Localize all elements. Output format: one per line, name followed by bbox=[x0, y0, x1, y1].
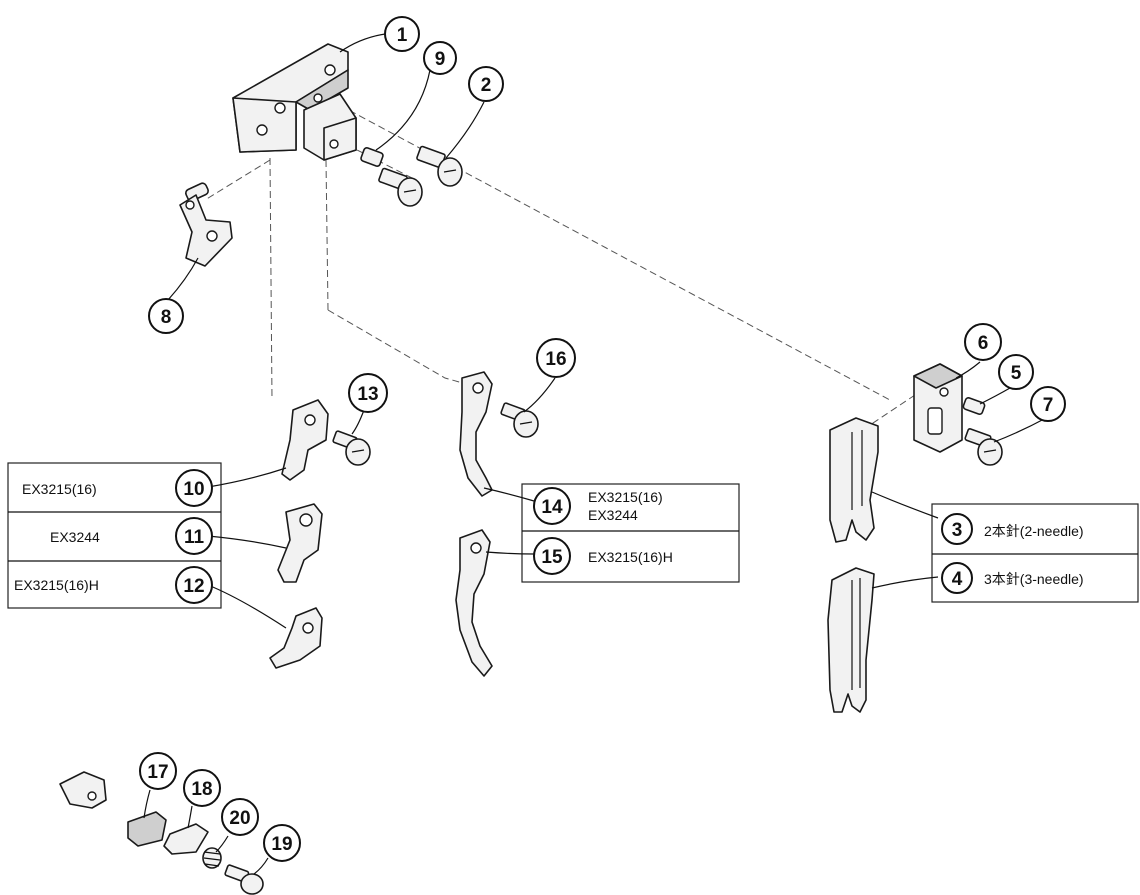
balloon-13: 13 bbox=[348, 373, 388, 413]
balloon-7: 7 bbox=[1030, 386, 1066, 422]
svg-text:3: 3 bbox=[952, 520, 963, 541]
balloon-14: 14 bbox=[533, 487, 571, 525]
svg-text:13: 13 bbox=[357, 384, 378, 405]
part-15-guide bbox=[455, 529, 493, 677]
balloon-3: 3 bbox=[941, 513, 973, 545]
part-18-plate bbox=[163, 823, 209, 855]
svg-text:10: 10 bbox=[183, 479, 204, 500]
svg-text:15: 15 bbox=[541, 547, 563, 568]
part-19-screw bbox=[224, 864, 264, 895]
label-p12: EX3215(16)H bbox=[14, 577, 99, 593]
leader-lines bbox=[143, 33, 1047, 875]
balloon-18: 18 bbox=[183, 769, 221, 807]
svg-text:14: 14 bbox=[541, 497, 563, 518]
part-6-block bbox=[913, 363, 963, 453]
svg-text:12: 12 bbox=[183, 576, 204, 597]
label-p15: EX3215(16)H bbox=[588, 549, 673, 565]
part-10-guide bbox=[281, 399, 329, 481]
label-p11: EX3244 bbox=[50, 529, 100, 545]
balloon-17: 17 bbox=[139, 752, 177, 790]
balloon-5: 5 bbox=[998, 354, 1034, 390]
balloon-8: 8 bbox=[148, 298, 184, 334]
balloon-16: 16 bbox=[536, 338, 576, 378]
label-p10: EX3215(16) bbox=[22, 481, 97, 497]
part-16-screw bbox=[500, 402, 539, 438]
balloon-10: 10 bbox=[175, 469, 213, 507]
balloon-15: 15 bbox=[533, 537, 571, 575]
balloon-4: 4 bbox=[941, 562, 973, 594]
balloon-12: 12 bbox=[175, 566, 213, 604]
svg-text:18: 18 bbox=[191, 779, 212, 800]
svg-text:5: 5 bbox=[1011, 363, 1022, 384]
svg-text:2: 2 bbox=[481, 75, 492, 96]
balloon-19: 19 bbox=[263, 824, 301, 862]
svg-text:11: 11 bbox=[184, 527, 205, 548]
label-p14-line2: EX3244 bbox=[588, 507, 638, 523]
svg-text:7: 7 bbox=[1043, 395, 1054, 416]
svg-text:8: 8 bbox=[161, 307, 172, 328]
part-2-screws bbox=[378, 145, 463, 207]
part-5-screw bbox=[962, 396, 986, 416]
part-14-guide bbox=[459, 371, 493, 497]
balloon-6: 6 bbox=[964, 323, 1002, 361]
balloon-2: 2 bbox=[468, 66, 504, 102]
part-17-bracket bbox=[59, 771, 167, 847]
svg-text:16: 16 bbox=[545, 349, 566, 370]
svg-text:20: 20 bbox=[229, 808, 250, 829]
svg-text:1: 1 bbox=[397, 25, 408, 46]
part-20-spring bbox=[202, 847, 222, 869]
part-4-needle-bar bbox=[827, 567, 875, 713]
part-7-screw bbox=[964, 428, 1003, 466]
part-3-needle-bar bbox=[829, 417, 879, 543]
balloon-11: 11 bbox=[175, 517, 213, 555]
svg-text:4: 4 bbox=[952, 569, 963, 590]
svg-text:9: 9 bbox=[435, 49, 446, 70]
balloon-1: 1 bbox=[384, 16, 420, 52]
balloon-9: 9 bbox=[423, 41, 457, 75]
part-8-lever bbox=[179, 182, 233, 267]
part-9-screw bbox=[360, 147, 384, 167]
part-11-guide bbox=[277, 503, 323, 583]
part-13-screw bbox=[332, 430, 371, 466]
svg-text:17: 17 bbox=[147, 762, 168, 783]
label-p14-line1: EX3215(16) bbox=[588, 489, 663, 505]
label-p3: 2本針(2-needle) bbox=[984, 523, 1084, 539]
label-p4: 3本針(3-needle) bbox=[984, 571, 1084, 587]
svg-text:6: 6 bbox=[978, 333, 989, 354]
balloon-20: 20 bbox=[221, 798, 259, 836]
svg-text:19: 19 bbox=[271, 834, 292, 855]
part-12-guide bbox=[269, 607, 323, 669]
part-1-bracket bbox=[232, 43, 357, 161]
